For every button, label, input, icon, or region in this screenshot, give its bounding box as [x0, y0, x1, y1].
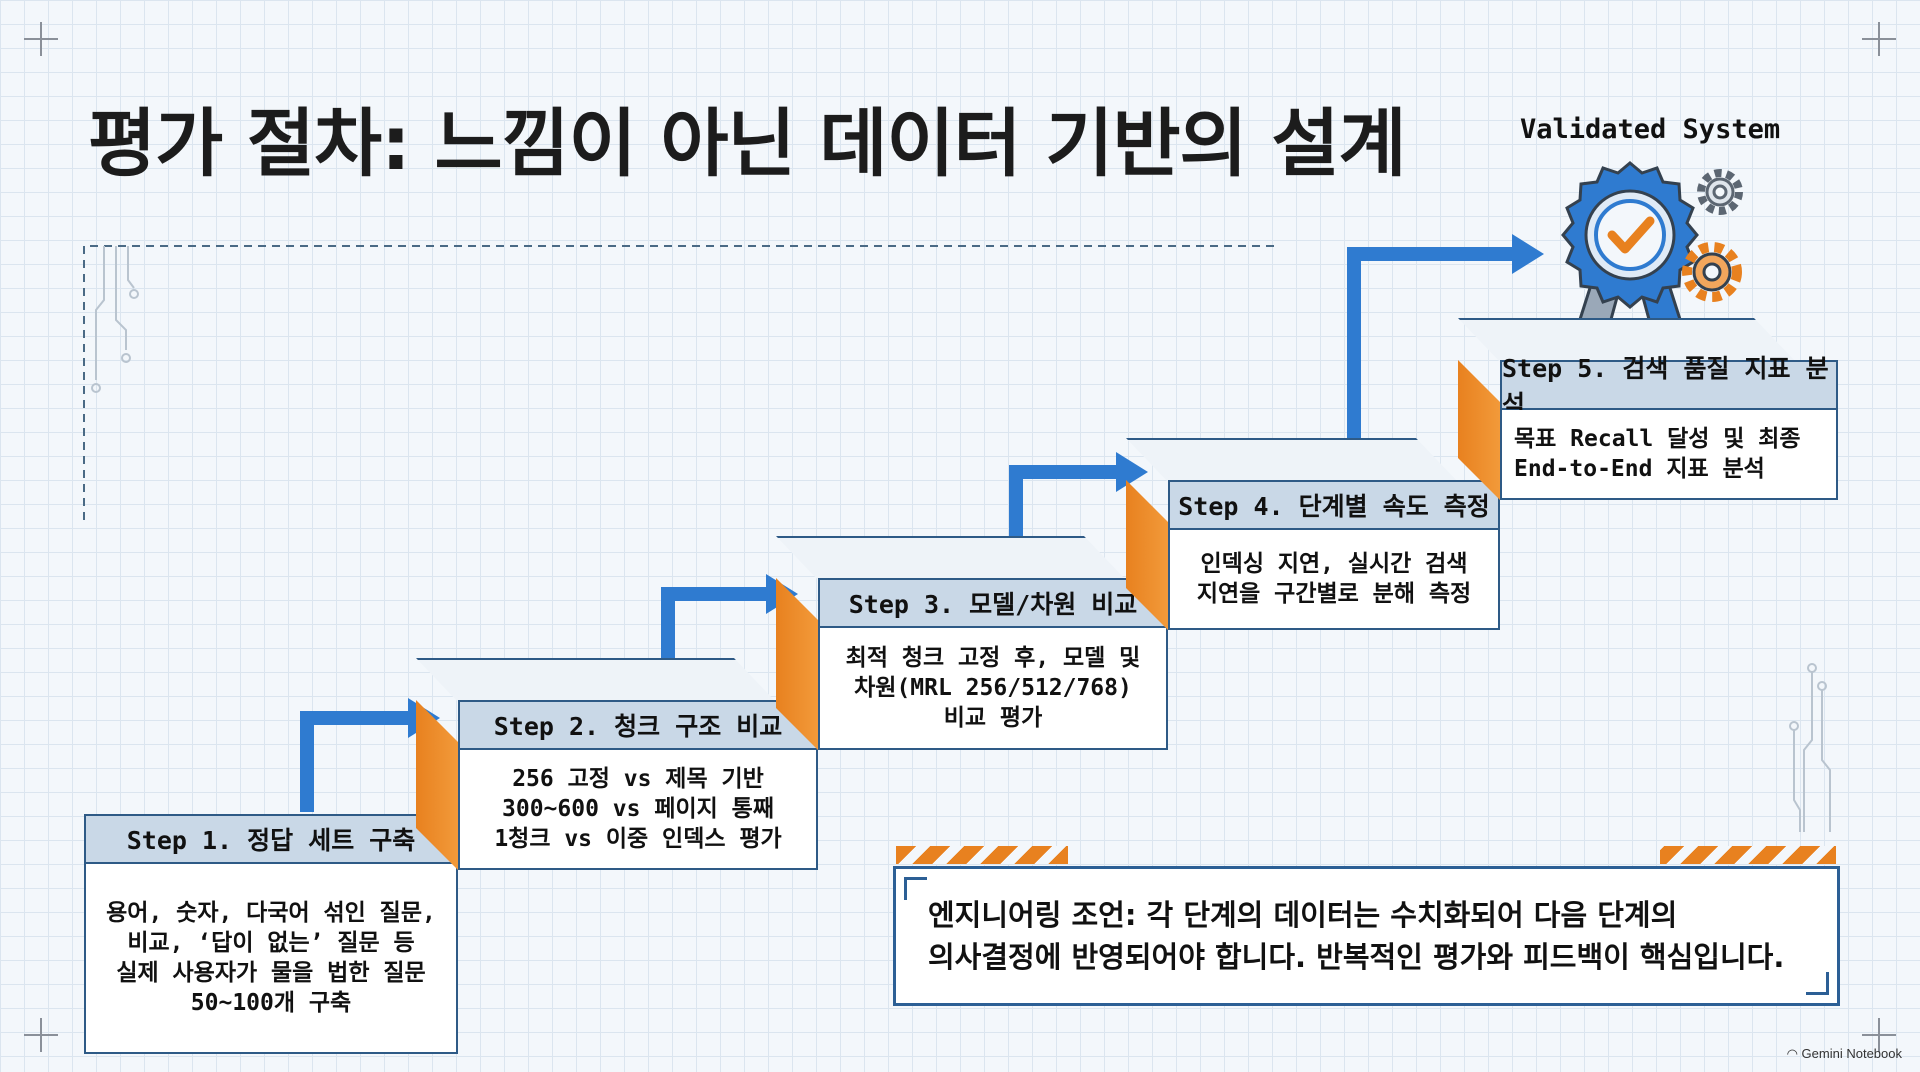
engineering-advice-box: 엔지니어링 조언: 각 단계의 데이터는 수치화되어 다음 단계의 의사결정에 … [893, 866, 1840, 1006]
gear-icon [1682, 242, 1742, 302]
validated-badge-icon [1561, 161, 1699, 349]
step-top-face [1126, 438, 1458, 482]
step-top-face [1458, 318, 1796, 362]
step-title: Step 1. 정답 세트 구축 [84, 814, 458, 864]
step-body: 256 고정 vs 제목 기반 300~600 vs 페이지 통째 1청크 vs… [458, 750, 818, 870]
validated-system-label: Validated System [1520, 114, 1781, 145]
step-title: Step 4. 단계별 속도 측정 [1168, 480, 1500, 530]
step-body: 용어, 숫자, 다국어 섞인 질문, 비교, ‘답이 없는’ 질문 등 실제 사… [84, 864, 458, 1054]
bracket-corner [904, 877, 927, 900]
step-title: Step 2. 청크 구조 비교 [458, 700, 818, 750]
circuit-decor-left [91, 246, 139, 393]
step-4: Step 4. 단계별 속도 측정 인덱싱 지연, 실시간 검색 지연을 구간별… [1168, 480, 1500, 630]
step-line: 용어, 숫자, 다국어 섞인 질문, [106, 900, 436, 926]
advice-line: 엔지니어링 조언: 각 단계의 데이터는 수치화되어 다음 단계의 [928, 898, 1678, 932]
step-line: 지연을 구간별로 분해 측정 [1196, 581, 1472, 607]
step-title: Step 5. 검색 품질 지표 분석 [1500, 354, 1838, 419]
dashed-frame [83, 245, 1278, 520]
corner-mark [24, 22, 58, 56]
step-body: 최적 청크 고정 후, 모델 및 차원(MRL 256/512/768) 비교 … [818, 628, 1168, 750]
corner-mark [1862, 1018, 1896, 1052]
step-top-face [416, 658, 776, 702]
corner-mark [1862, 22, 1896, 56]
step-line: 비교 평가 [943, 705, 1043, 731]
step-line: End-to-End 지표 분석 [1514, 456, 1765, 482]
step-line: 실제 사용자가 물을 법한 질문 [116, 960, 426, 986]
step-line: 차원(MRL 256/512/768) [854, 675, 1132, 701]
step-1: Step 1. 정답 세트 구축 용어, 숫자, 다국어 섞인 질문, 비교, … [84, 814, 458, 1054]
step-body: 인덱싱 지연, 실시간 검색 지연을 구간별로 분해 측정 [1168, 530, 1500, 630]
step-2: Step 2. 청크 구조 비교 256 고정 vs 제목 기반 300~600… [458, 700, 818, 870]
step-line: 50~100개 구축 [190, 990, 352, 1016]
step-line: 300~600 vs 페이지 통째 [502, 796, 774, 822]
step-line: 목표 Recall 달성 및 최종 [1514, 426, 1801, 452]
page-title: 평가 절차: 느낌이 아닌 데이터 기반의 설계 [88, 101, 1407, 187]
hazard-stripe [896, 846, 1068, 864]
step-5: Step 5. 검색 품질 지표 분석 목표 Recall 달성 및 최종 En… [1500, 360, 1838, 500]
gear-icon [1697, 169, 1743, 215]
circuit-decor-right [1789, 663, 1831, 832]
watermark: ◠ Gemini Notebook [1787, 1046, 1902, 1062]
step-3: Step 3. 모델/차원 비교 최적 청크 고정 후, 모델 및 차원(MRL… [818, 578, 1168, 750]
step-top-face [776, 536, 1126, 580]
watermark-text: Gemini Notebook [1801, 1046, 1902, 1061]
bracket-corner [1806, 972, 1829, 995]
corner-mark [24, 1018, 58, 1052]
advice-line: 의사결정에 반영되어야 합니다. 반복적인 평가와 피드백이 핵심입니다. [928, 940, 1785, 974]
notebook-icon: ◠ [1786, 1046, 1802, 1061]
step-line: 1청크 vs 이중 인덱스 평가 [494, 826, 782, 852]
step-line: 비교, ‘답이 없는’ 질문 등 [127, 930, 415, 956]
step-body: 목표 Recall 달성 및 최종 End-to-End 지표 분석 [1500, 410, 1838, 500]
step-line: 최적 청크 고정 후, 모델 및 [845, 645, 1141, 671]
step-line: 256 고정 vs 제목 기반 [512, 766, 764, 792]
step-title: Step 3. 모델/차원 비교 [818, 578, 1168, 628]
hazard-stripe [1660, 846, 1836, 864]
step-line: 인덱싱 지연, 실시간 검색 [1200, 551, 1468, 577]
